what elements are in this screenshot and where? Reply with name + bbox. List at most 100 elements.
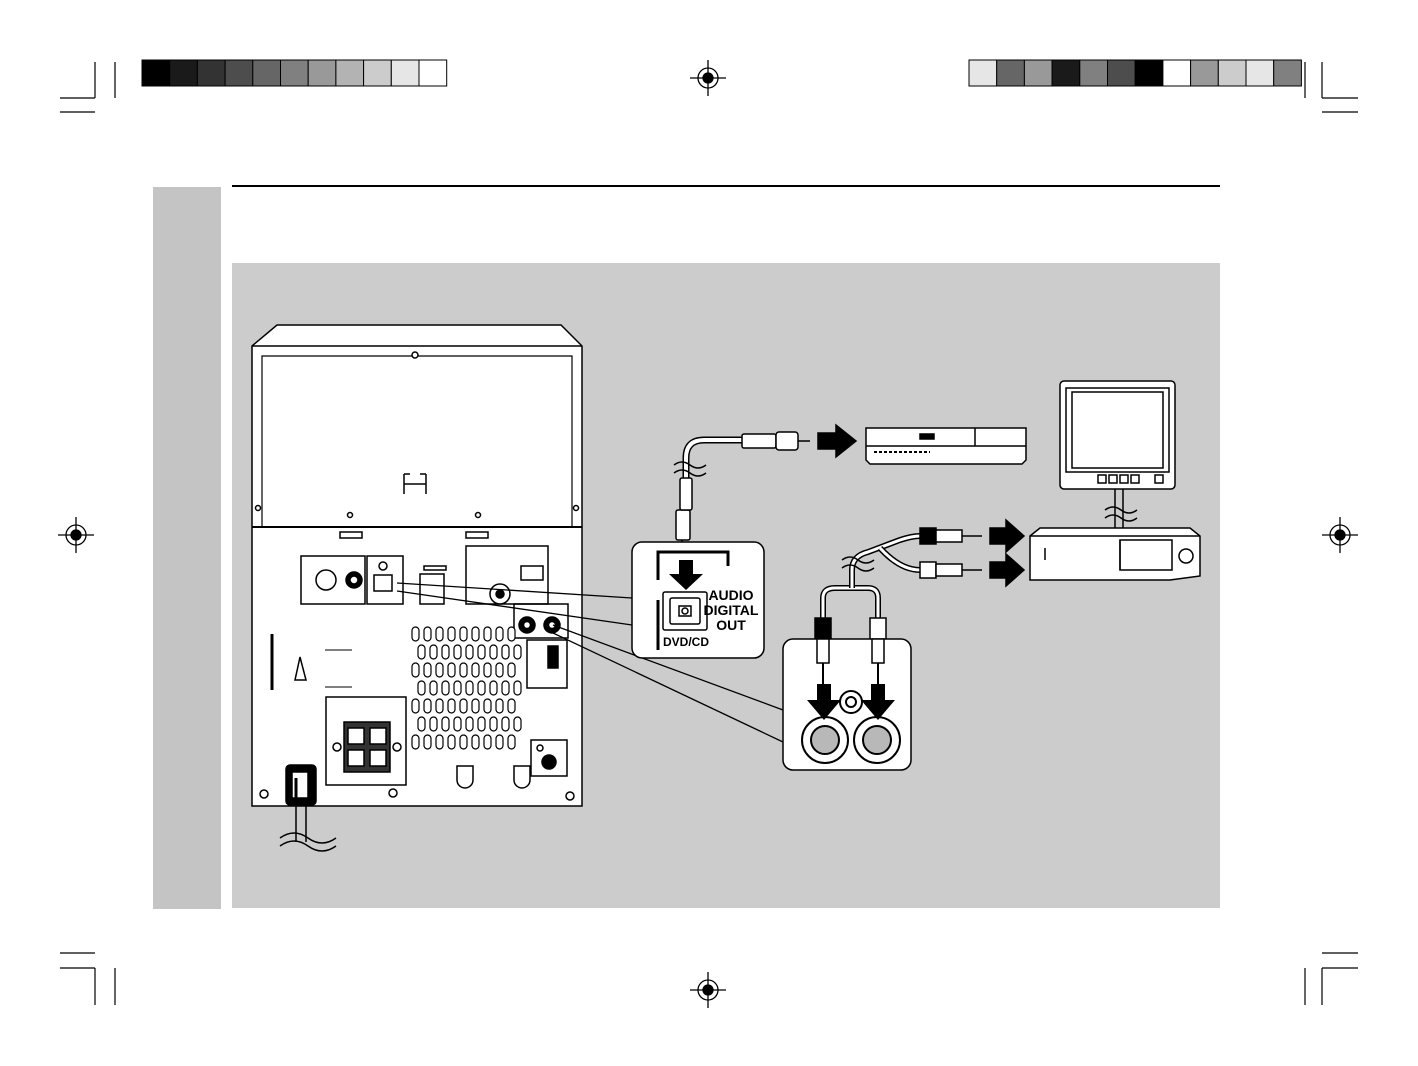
vent-slot [412, 735, 419, 749]
registration-swatch [1080, 60, 1108, 86]
vent-slot [442, 681, 449, 695]
digital-recorder-device [866, 428, 1026, 464]
vent-slot [424, 699, 431, 713]
vent-slot [418, 717, 425, 731]
vent-slot [496, 663, 503, 677]
registration-swatch [281, 60, 309, 86]
vent-slot [514, 681, 521, 695]
vent-slot [502, 681, 509, 695]
vent-slot [436, 699, 443, 713]
vent-slot [514, 645, 521, 659]
vcr-device [1030, 528, 1200, 580]
vent-slot [508, 735, 515, 749]
vent-slot [472, 699, 479, 713]
registration-swatch [1274, 60, 1302, 86]
side-tab [153, 187, 221, 909]
vent-slot [454, 717, 461, 731]
registration-swatch [170, 60, 198, 86]
vent-slot [424, 627, 431, 641]
registration-swatch [142, 60, 170, 86]
vent-slot [478, 645, 485, 659]
main-unit-rear [252, 325, 582, 842]
vent-slot [496, 735, 503, 749]
vent-slot [442, 717, 449, 731]
crosshair-icon [1322, 517, 1358, 553]
optical-jack-label: DVD/CD [663, 635, 709, 649]
crosshair-icon [690, 60, 726, 96]
vent-slot [424, 735, 431, 749]
registration-bar-right [969, 60, 1301, 86]
vent-slot [472, 663, 479, 677]
vent-slot [472, 627, 479, 641]
vent-slot [454, 645, 461, 659]
optical-label-audio: AUDIO [708, 587, 753, 603]
vent-slot [490, 681, 497, 695]
registration-swatch [364, 60, 392, 86]
vent-slot [460, 663, 467, 677]
rca-callout [783, 639, 911, 770]
registration-swatch [997, 60, 1025, 86]
vent-slot [460, 735, 467, 749]
vent-slot [448, 627, 455, 641]
vent-slot [508, 627, 515, 641]
vent-slot [442, 645, 449, 659]
vent-slot [448, 663, 455, 677]
vent-slot [448, 699, 455, 713]
vent-slot [484, 699, 491, 713]
registration-swatch [225, 60, 253, 86]
registration-swatch [253, 60, 281, 86]
vent-slot [430, 681, 437, 695]
vent-slot [460, 699, 467, 713]
vent-slot [460, 627, 467, 641]
registration-swatch [1135, 60, 1163, 86]
vent-slot [508, 699, 515, 713]
optical-label-digital: DIGITAL [704, 602, 759, 618]
vent-slot [496, 699, 503, 713]
registration-swatch [969, 60, 997, 86]
vent-slot [478, 717, 485, 731]
vent-slot [466, 645, 473, 659]
registration-swatch [197, 60, 225, 86]
vent-slot [502, 717, 509, 731]
vent-slot [484, 735, 491, 749]
registration-swatch [308, 60, 336, 86]
vent-slot [448, 735, 455, 749]
vent-slot [436, 663, 443, 677]
vent-slot [430, 645, 437, 659]
vent-slot [490, 645, 497, 659]
registration-swatch [336, 60, 364, 86]
registration-swatch [1218, 60, 1246, 86]
crosshair-icon [690, 972, 726, 1008]
vent-slot [436, 735, 443, 749]
vent-slot [478, 681, 485, 695]
vent-slot [514, 717, 521, 731]
registration-swatch [1246, 60, 1274, 86]
registration-swatch [419, 60, 447, 86]
vent-slot [418, 681, 425, 695]
vent-slot [466, 717, 473, 731]
optical-label-out: OUT [716, 617, 746, 633]
vent-slot [430, 717, 437, 731]
registration-swatch [1163, 60, 1191, 86]
vent-slot [412, 699, 419, 713]
vent-slot [502, 645, 509, 659]
registration-bar-left [142, 60, 447, 86]
vent-slot [484, 663, 491, 677]
registration-swatch [1024, 60, 1052, 86]
vent-slot [412, 627, 419, 641]
vent-slot [424, 663, 431, 677]
vent-slot [472, 735, 479, 749]
vent-slot [508, 663, 515, 677]
optical-jack-icon [663, 592, 707, 630]
registration-swatch [1052, 60, 1080, 86]
crosshair-icon [58, 517, 94, 553]
vent-slot [490, 717, 497, 731]
registration-swatch [1191, 60, 1219, 86]
vent-slot [418, 645, 425, 659]
vent-slot [454, 681, 461, 695]
registration-swatch [391, 60, 419, 86]
vent-slot [484, 627, 491, 641]
vent-slot [466, 681, 473, 695]
vent-slot [412, 663, 419, 677]
